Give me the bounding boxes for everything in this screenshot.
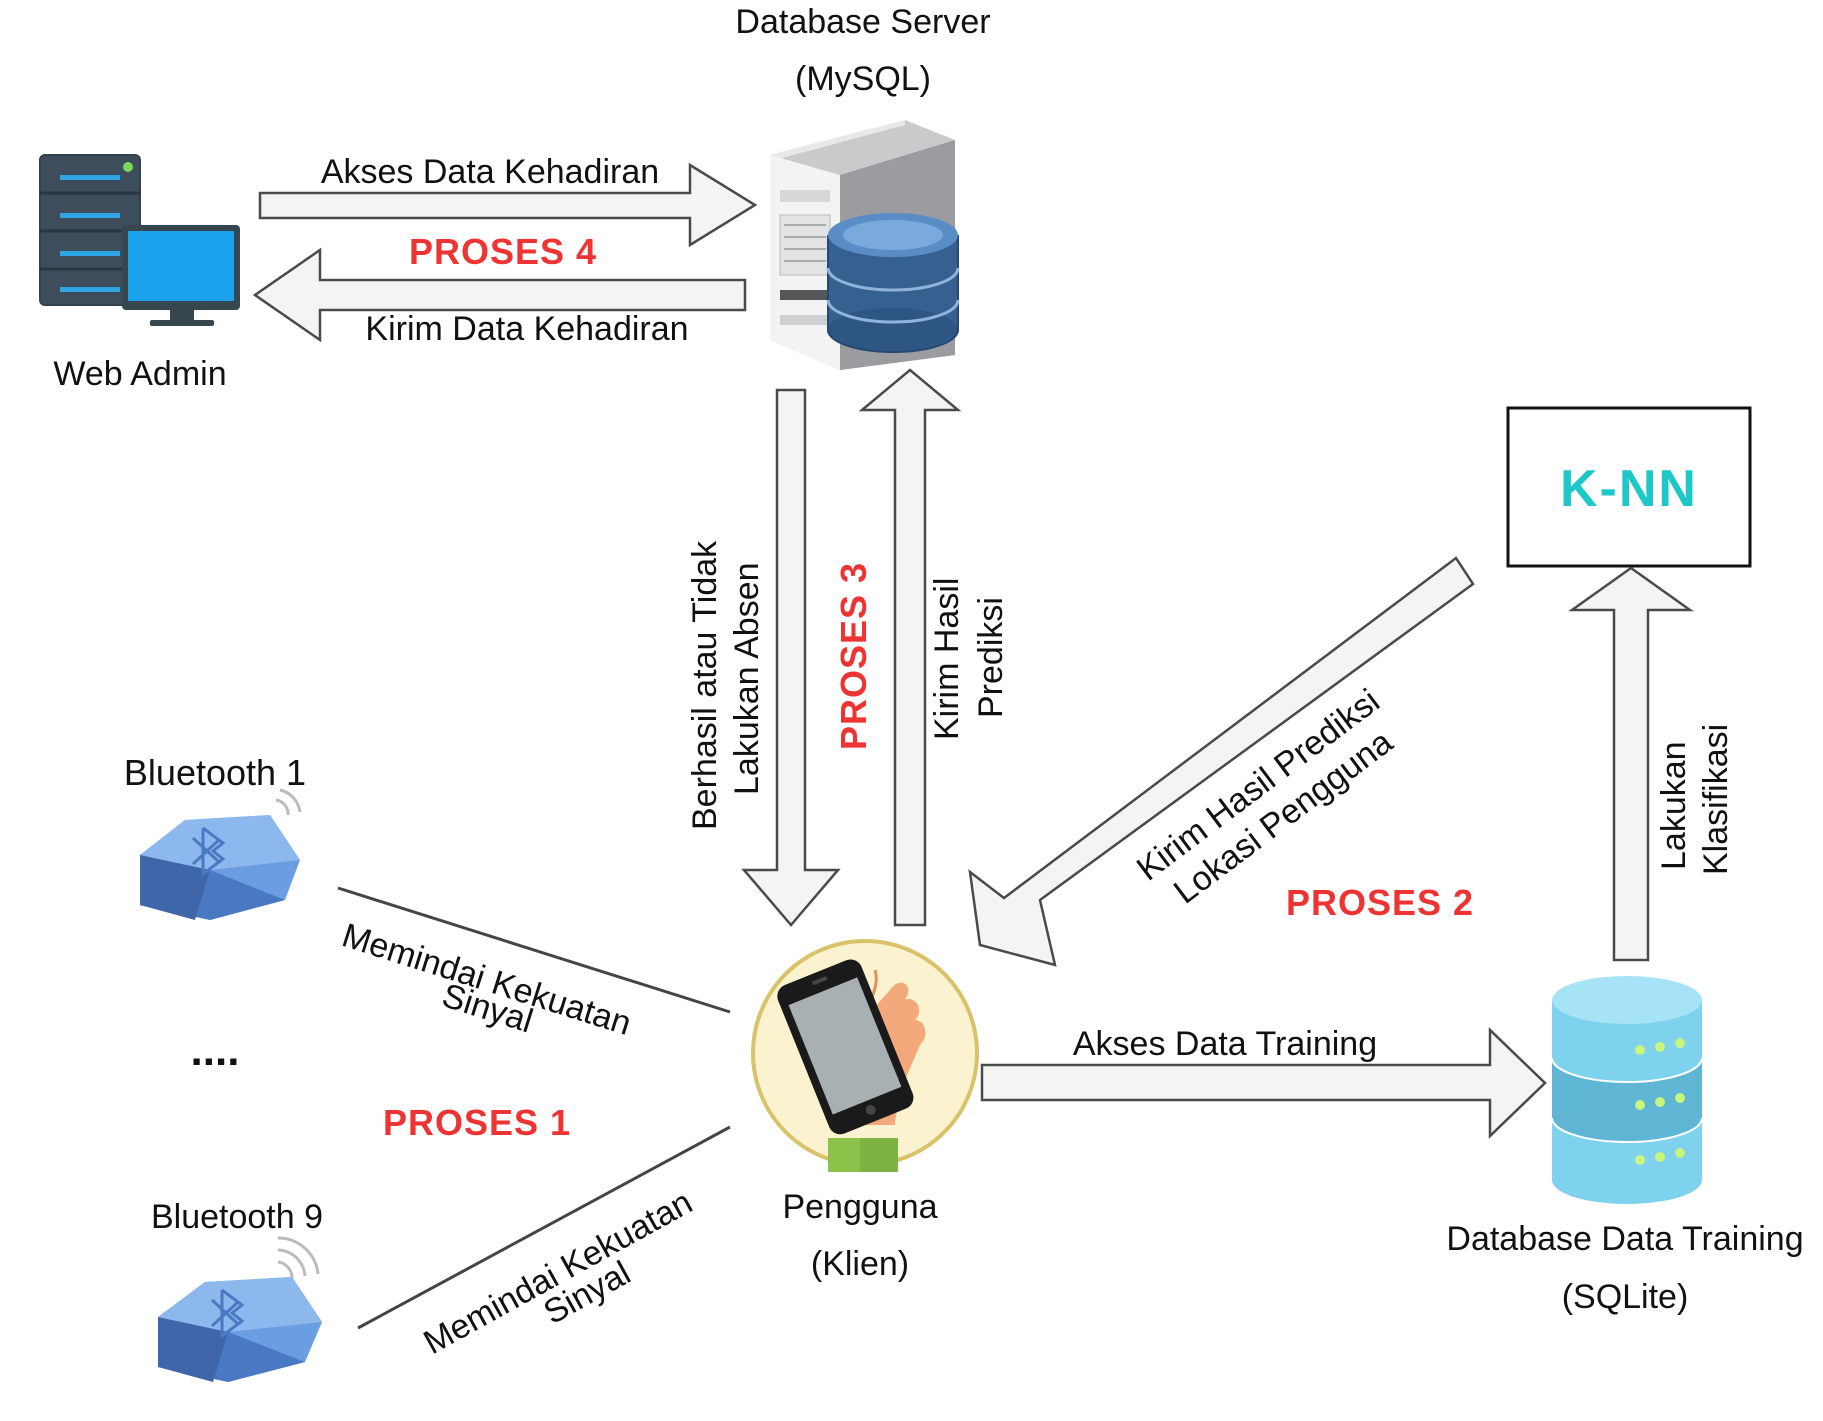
arrow-akses-kehadiran	[258, 162, 758, 248]
proses-1-label: PROSES 1	[383, 1102, 571, 1143]
training-database-icon	[1551, 976, 1703, 1204]
pengguna-label: Pengguna	[782, 1188, 937, 1226]
training-db-label: Database Data Training	[1446, 1220, 1803, 1258]
db-server-sublabel: (MySQL)	[795, 60, 931, 98]
database-server-icon	[770, 120, 960, 370]
bluetooth-9-beacon-icon	[158, 1236, 322, 1382]
scan-line-bluetooth-9	[357, 1125, 731, 1330]
db-server-label: Database Server	[735, 3, 990, 41]
arrow-kirim-hasil-prediksi	[858, 368, 962, 927]
pengguna-sublabel: (Klien)	[811, 1245, 909, 1283]
bluetooth-ellipsis: ....	[191, 1026, 240, 1075]
arrow-berhasil-absen	[741, 388, 841, 927]
arrow-kirim-kehadiran	[252, 247, 747, 343]
proses-2-label: PROSES 2	[1286, 882, 1474, 923]
knn-label: K-NN	[1560, 460, 1698, 518]
kirim-hasil-label: Kirim Hasil	[928, 578, 966, 740]
training-db-sublabel: (SQLite)	[1562, 1278, 1689, 1316]
klasifikasi-label: Klasifikasi	[1697, 724, 1735, 875]
arrow-akses-training	[980, 1027, 1547, 1139]
bluetooth-1-beacon-icon	[140, 788, 302, 920]
scan-line-bluetooth-1	[337, 886, 731, 1014]
berhasil-sublabel: Lakukan Absen	[728, 562, 766, 795]
bluetooth-9-label: Bluetooth 9	[151, 1198, 323, 1236]
knn-box	[1506, 406, 1752, 568]
berhasil-label: Berhasil atau Tidak	[686, 540, 724, 830]
proses-4-label: PROSES 4	[409, 231, 597, 272]
akses-kehadiran-label: Akses Data Kehadiran	[321, 153, 659, 191]
arrow-lakukan-klasifikasi	[1568, 566, 1694, 962]
proses-3-label: PROSES 3	[833, 562, 874, 750]
web-admin-icon	[39, 154, 240, 326]
akses-training-label: Akses Data Training	[1073, 1025, 1377, 1063]
arrow-kirim-lokasi	[968, 556, 1475, 967]
kirim-hasil-sublabel: Prediksi	[972, 597, 1010, 718]
lakukan-label: Lakukan	[1655, 741, 1693, 870]
kirim-kehadiran-label: Kirim Data Kehadiran	[365, 310, 688, 348]
bluetooth-1-label: Bluetooth 1	[124, 752, 306, 793]
user-phone-icon	[751, 939, 979, 1172]
web-admin-label: Web Admin	[53, 355, 226, 393]
